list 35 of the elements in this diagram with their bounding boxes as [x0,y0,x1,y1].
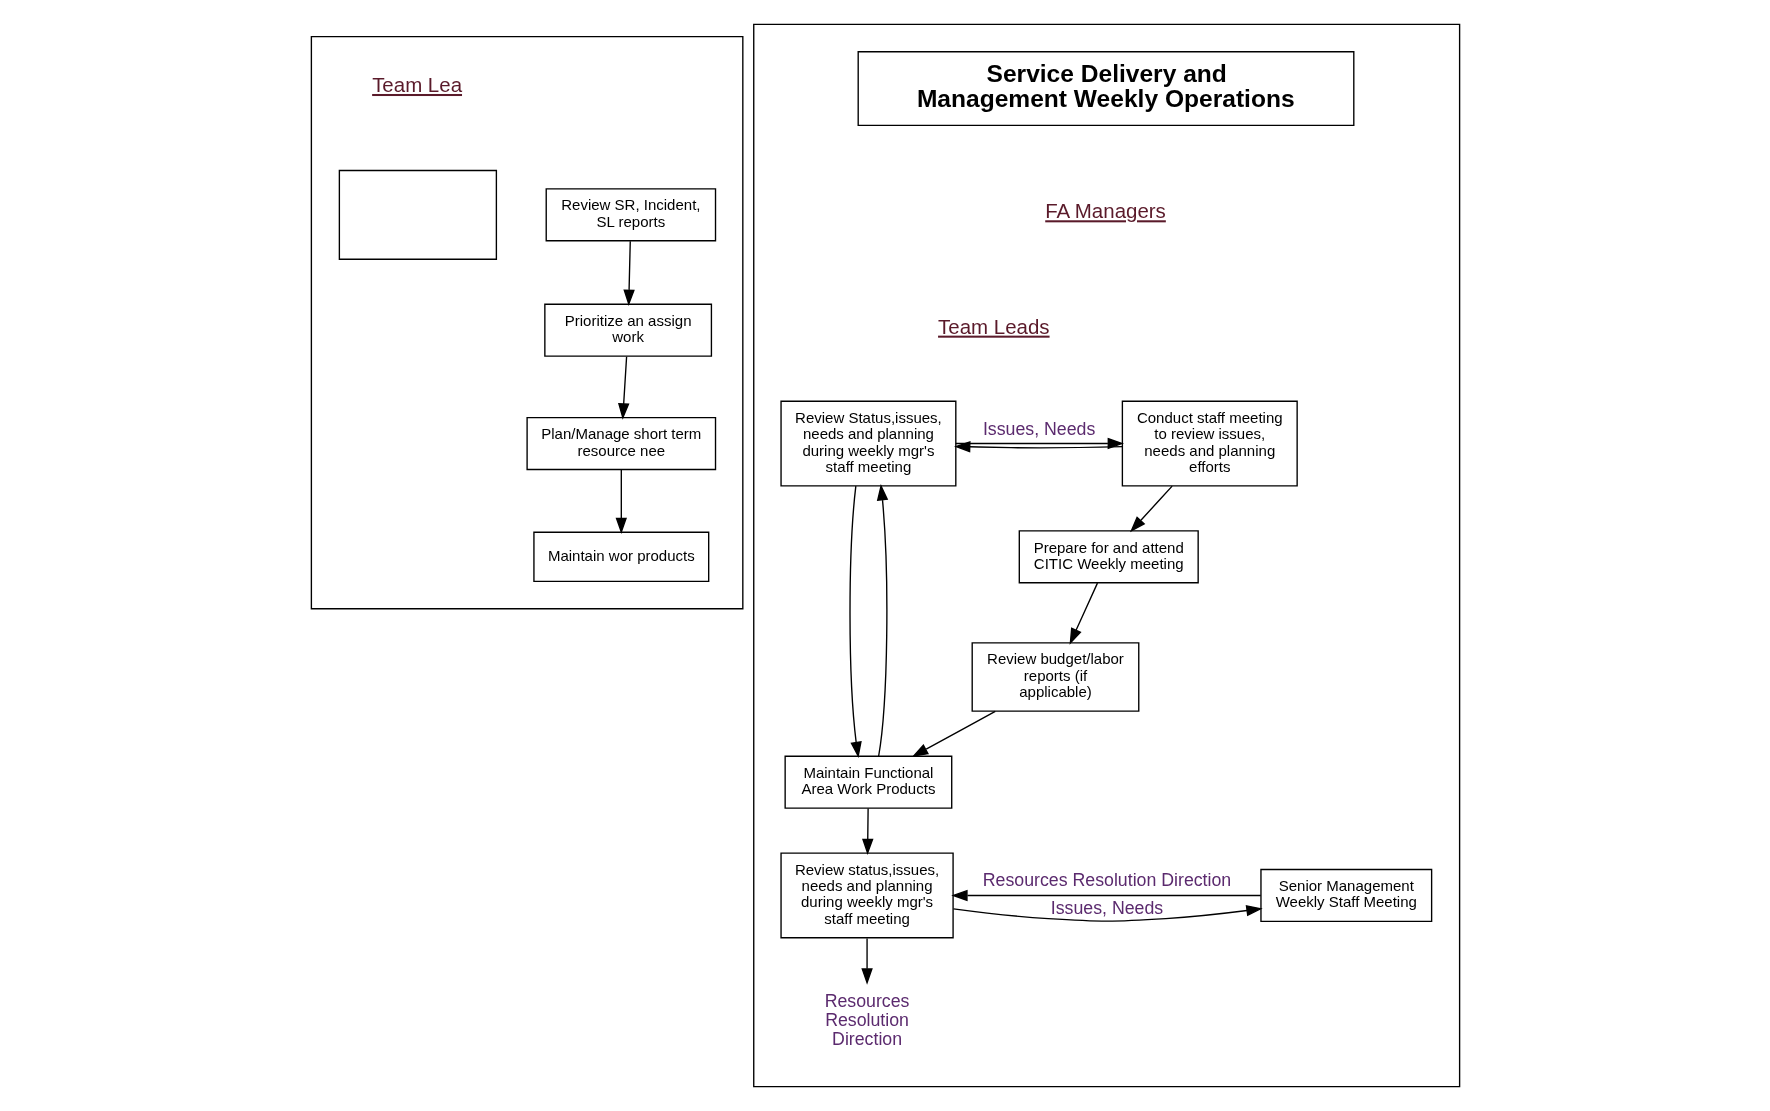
edge-label: Issues, Needs [1050,897,1163,918]
node-box: Review budget/labor reports (if applicable) [971,642,1139,712]
arrow [1129,485,1173,533]
node-box: Prioritize an assign work [543,303,712,357]
node-box: Conduct staff meeting to review issues, needs and planning efforts [1121,400,1298,487]
label: Team Leads [937,314,1050,338]
arrow [861,807,873,856]
arrow [953,441,1123,453]
node-box: Maintain Functional Area Work Products [783,755,952,809]
node-text: Resources Resolution Direction [824,990,909,1049]
arrow [622,240,635,306]
node-box: Review SR, Incident, SL reports [545,188,716,242]
arrow [617,356,629,420]
arrow [848,485,862,759]
edge-label: Issues, Needs [982,418,1095,439]
arrow [950,889,1261,902]
node-box: Plan/Manage short term resource nee [525,416,716,471]
arrow [952,904,1263,922]
node-box: Maintain wor products [532,531,709,583]
label: Team Lea [371,72,462,96]
node-box: Review status,issues, needs and planning during weekly mgr's staff meeting [779,852,954,939]
node-box: Review Status,issues, needs and planning during weekly mgr's staff meeting [779,400,956,487]
arrow [911,710,996,757]
arrow [876,484,888,757]
cluster [310,36,743,610]
cluster [752,23,1460,1088]
node-box [338,169,497,260]
node-box: Senior Management Weekly Staff Meeting [1259,868,1432,923]
edge-label: Resources Resolution Direction [982,870,1231,891]
arrow [860,937,873,985]
arrow [1069,582,1098,645]
arrow [615,469,627,535]
node-box: Prepare for and attend CITIC Weekly meeting [1018,530,1199,584]
label: FA Managers [1044,199,1166,223]
node-box: Service Delivery and Management Weekly Operations [857,51,1354,127]
